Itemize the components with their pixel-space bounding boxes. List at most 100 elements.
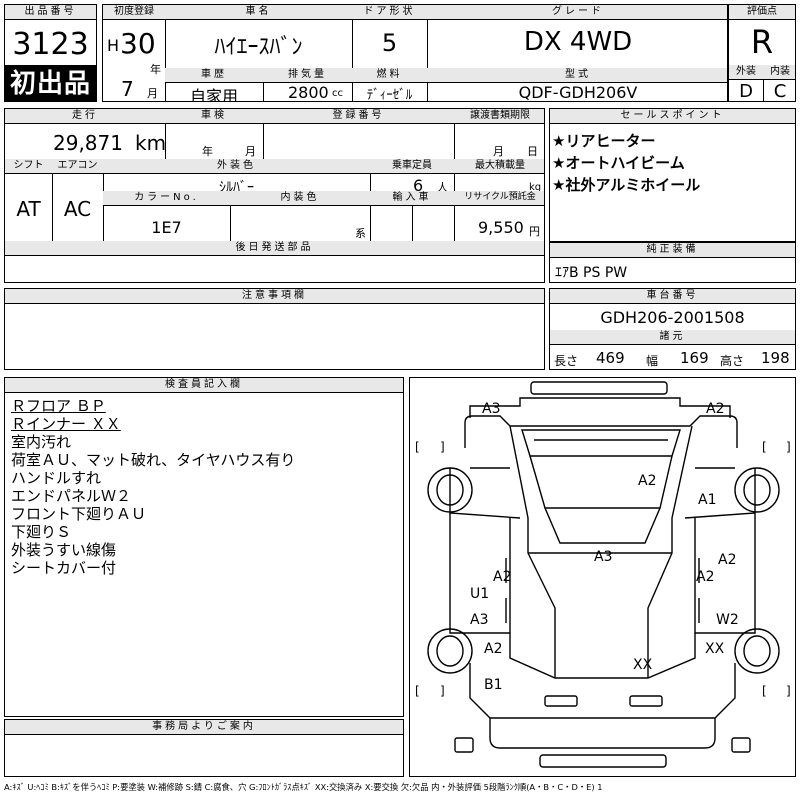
damage-mark: B1 — [484, 677, 503, 693]
width: 169 — [680, 349, 709, 367]
damage-mark: A1 — [698, 492, 717, 508]
damage-mark: A3 — [470, 612, 489, 628]
diagram-bracket: ] — [786, 684, 791, 698]
capacity-label: 乗車定員 — [370, 159, 454, 174]
legend: A:ｷｽﾞ U:ﾍｺﾐ B:ｷｽﾞを伴うﾍｺﾐ P:要塗装 W:補修跡 S:錆 … — [4, 782, 603, 792]
score-cell: 評価点 R 外装 内装 D C — [728, 4, 796, 102]
displacement-unit: cc — [332, 88, 343, 99]
dims-label: 諸元 — [550, 330, 795, 345]
inspection-label: 車検 — [165, 109, 263, 124]
inspector-note: エンドパネルＷ２ — [11, 487, 132, 505]
header-section: 出品番号 3123 初出品 初度登録 車名 ドア形状 グレード H 30 年 7… — [4, 4, 796, 102]
lot-cell: 出品番号 3123 初出品 — [4, 4, 97, 102]
reg-month: 7 — [121, 77, 134, 101]
chassis-label: 車台番号 — [550, 289, 795, 304]
fuel: ﾃﾞｨｰｾﾞﾙ — [366, 88, 413, 102]
diagram-bracket: [ — [415, 440, 420, 454]
length-label: 長さ — [554, 354, 579, 368]
inspector-note: 外装うすい線傷 — [11, 541, 117, 559]
damage-mark: A2 — [493, 569, 512, 585]
chassis-number: GDH206-2001508 — [600, 308, 745, 327]
model-label: 型式 — [427, 68, 727, 83]
equipment: 純正装備 ｴｱB PS PW — [549, 242, 796, 283]
score: R — [750, 23, 774, 61]
height-label: 高さ — [720, 354, 745, 368]
damage-mark: A2 — [706, 401, 725, 417]
reg-label: 初度登録 — [103, 5, 165, 20]
load-unit: kg — [529, 182, 542, 193]
reg-year: 30 — [120, 27, 156, 60]
caution-label: 注意事項欄 — [5, 289, 544, 304]
damage-mark: XX — [633, 657, 653, 673]
transfer-day-unit: 日 — [527, 145, 538, 158]
interior-color-label: 内装色 — [230, 191, 370, 206]
car-name: ﾊｲｴｰｽﾊﾞﾝ — [214, 35, 303, 60]
first-listing-badge: 初出品 — [5, 65, 96, 101]
diagram-bracket: [ — [415, 684, 420, 698]
mileage-label: 走行 — [5, 109, 165, 124]
shift-label: シフト — [5, 159, 52, 174]
diagram-bracket: ] — [786, 440, 791, 454]
inspector-note: シートカバー付 — [11, 559, 117, 577]
caution: 注意事項欄 — [4, 288, 545, 370]
header-grid: 初度登録 車名 ドア形状 グレード H 30 年 7 月 ﾊｲｴｰｽﾊﾞﾝ 5 … — [102, 4, 728, 102]
plate-label: 登録番号 — [263, 109, 454, 124]
shift: AT — [16, 197, 41, 221]
interior-grade: C — [773, 81, 787, 102]
grade: DX 4WD — [523, 27, 633, 57]
load-label: 最大積載量 — [454, 159, 544, 174]
damage-mark: A3 — [482, 401, 501, 417]
capacity: 6 — [413, 176, 424, 195]
door-label: ドア形状 — [352, 5, 427, 20]
inspector-note: Ｒインナー ＸＸ — [11, 415, 121, 433]
inspector-notes: 検査員記入欄 Ｒフロア ＢＰ Ｒインナー ＸＸ 室内汚れ 荷室ＡＵ、マット破れ、… — [4, 377, 404, 717]
damage-mark: A3 — [594, 549, 613, 565]
transfer-label: 譲渡書類期限 — [454, 109, 544, 124]
mileage-unit: km — [135, 131, 167, 155]
lot-number: 3123 — [12, 27, 89, 62]
ac: AC — [63, 197, 92, 221]
transfer-month-unit: 月 — [493, 145, 504, 158]
damage-mark: A2 — [718, 552, 737, 568]
inspector-note: Ｒフロア ＢＰ — [11, 397, 106, 415]
office-label: 事務局よりご案内 — [5, 720, 403, 735]
month-unit: 月 — [147, 87, 158, 100]
lot-label: 出品番号 — [5, 5, 96, 20]
equipment-value: ｴｱB PS PW — [555, 265, 628, 281]
year-unit: 年 — [150, 63, 161, 76]
fuel-label: 燃料 — [352, 68, 427, 83]
diagram-bracket: [ — [762, 684, 767, 698]
inspector-note: ハンドルすれ — [11, 469, 102, 487]
car-outline-diagram — [427, 381, 780, 768]
damage-mark: U1 — [470, 586, 490, 602]
recycle-label: リサイクル預託金 — [454, 191, 544, 206]
height: 198 — [761, 349, 790, 367]
details-grid: 走行 車検 登録番号 譲渡書類期限 29,871 km 年 月 月 日 シフト … — [4, 108, 545, 283]
score-label: 評価点 — [729, 5, 795, 20]
inspection-year-unit: 年 — [202, 145, 213, 158]
grade-label: グレード — [427, 5, 727, 20]
displacement: 2800 — [288, 83, 329, 102]
equipment-label: 純正装備 — [550, 243, 795, 258]
model-code: QDF-GDH206V — [518, 83, 638, 102]
sales-points-label: セールスポイント — [550, 109, 795, 124]
history-label: 車歴 — [165, 68, 263, 83]
ac-label: エアコン — [52, 159, 103, 174]
mileage: 29,871 — [53, 131, 123, 155]
sales-point-item: ★リアヒーター — [552, 132, 656, 150]
inspector-note: 荷室ＡＵ、マット破れ、タイヤハウス有り — [11, 451, 296, 469]
later-parts-label: 後日発送部品 — [5, 241, 544, 256]
damage-mark: A2 — [638, 473, 657, 489]
interior-color-unit: 系 — [355, 227, 366, 240]
exterior-label: 外装 — [729, 65, 763, 80]
width-label: 幅 — [646, 354, 659, 368]
color-label: 外装色 — [103, 159, 370, 174]
doors: 5 — [381, 29, 398, 57]
diagram-bracket: [ — [762, 440, 767, 454]
diagram-bracket: ] — [440, 684, 445, 698]
damage-mark: A2 — [484, 641, 503, 657]
diagram-bracket: ] — [440, 440, 445, 454]
length: 469 — [596, 349, 625, 367]
capacity-unit: 人 — [437, 181, 448, 194]
damage-mark: W2 — [716, 612, 739, 628]
